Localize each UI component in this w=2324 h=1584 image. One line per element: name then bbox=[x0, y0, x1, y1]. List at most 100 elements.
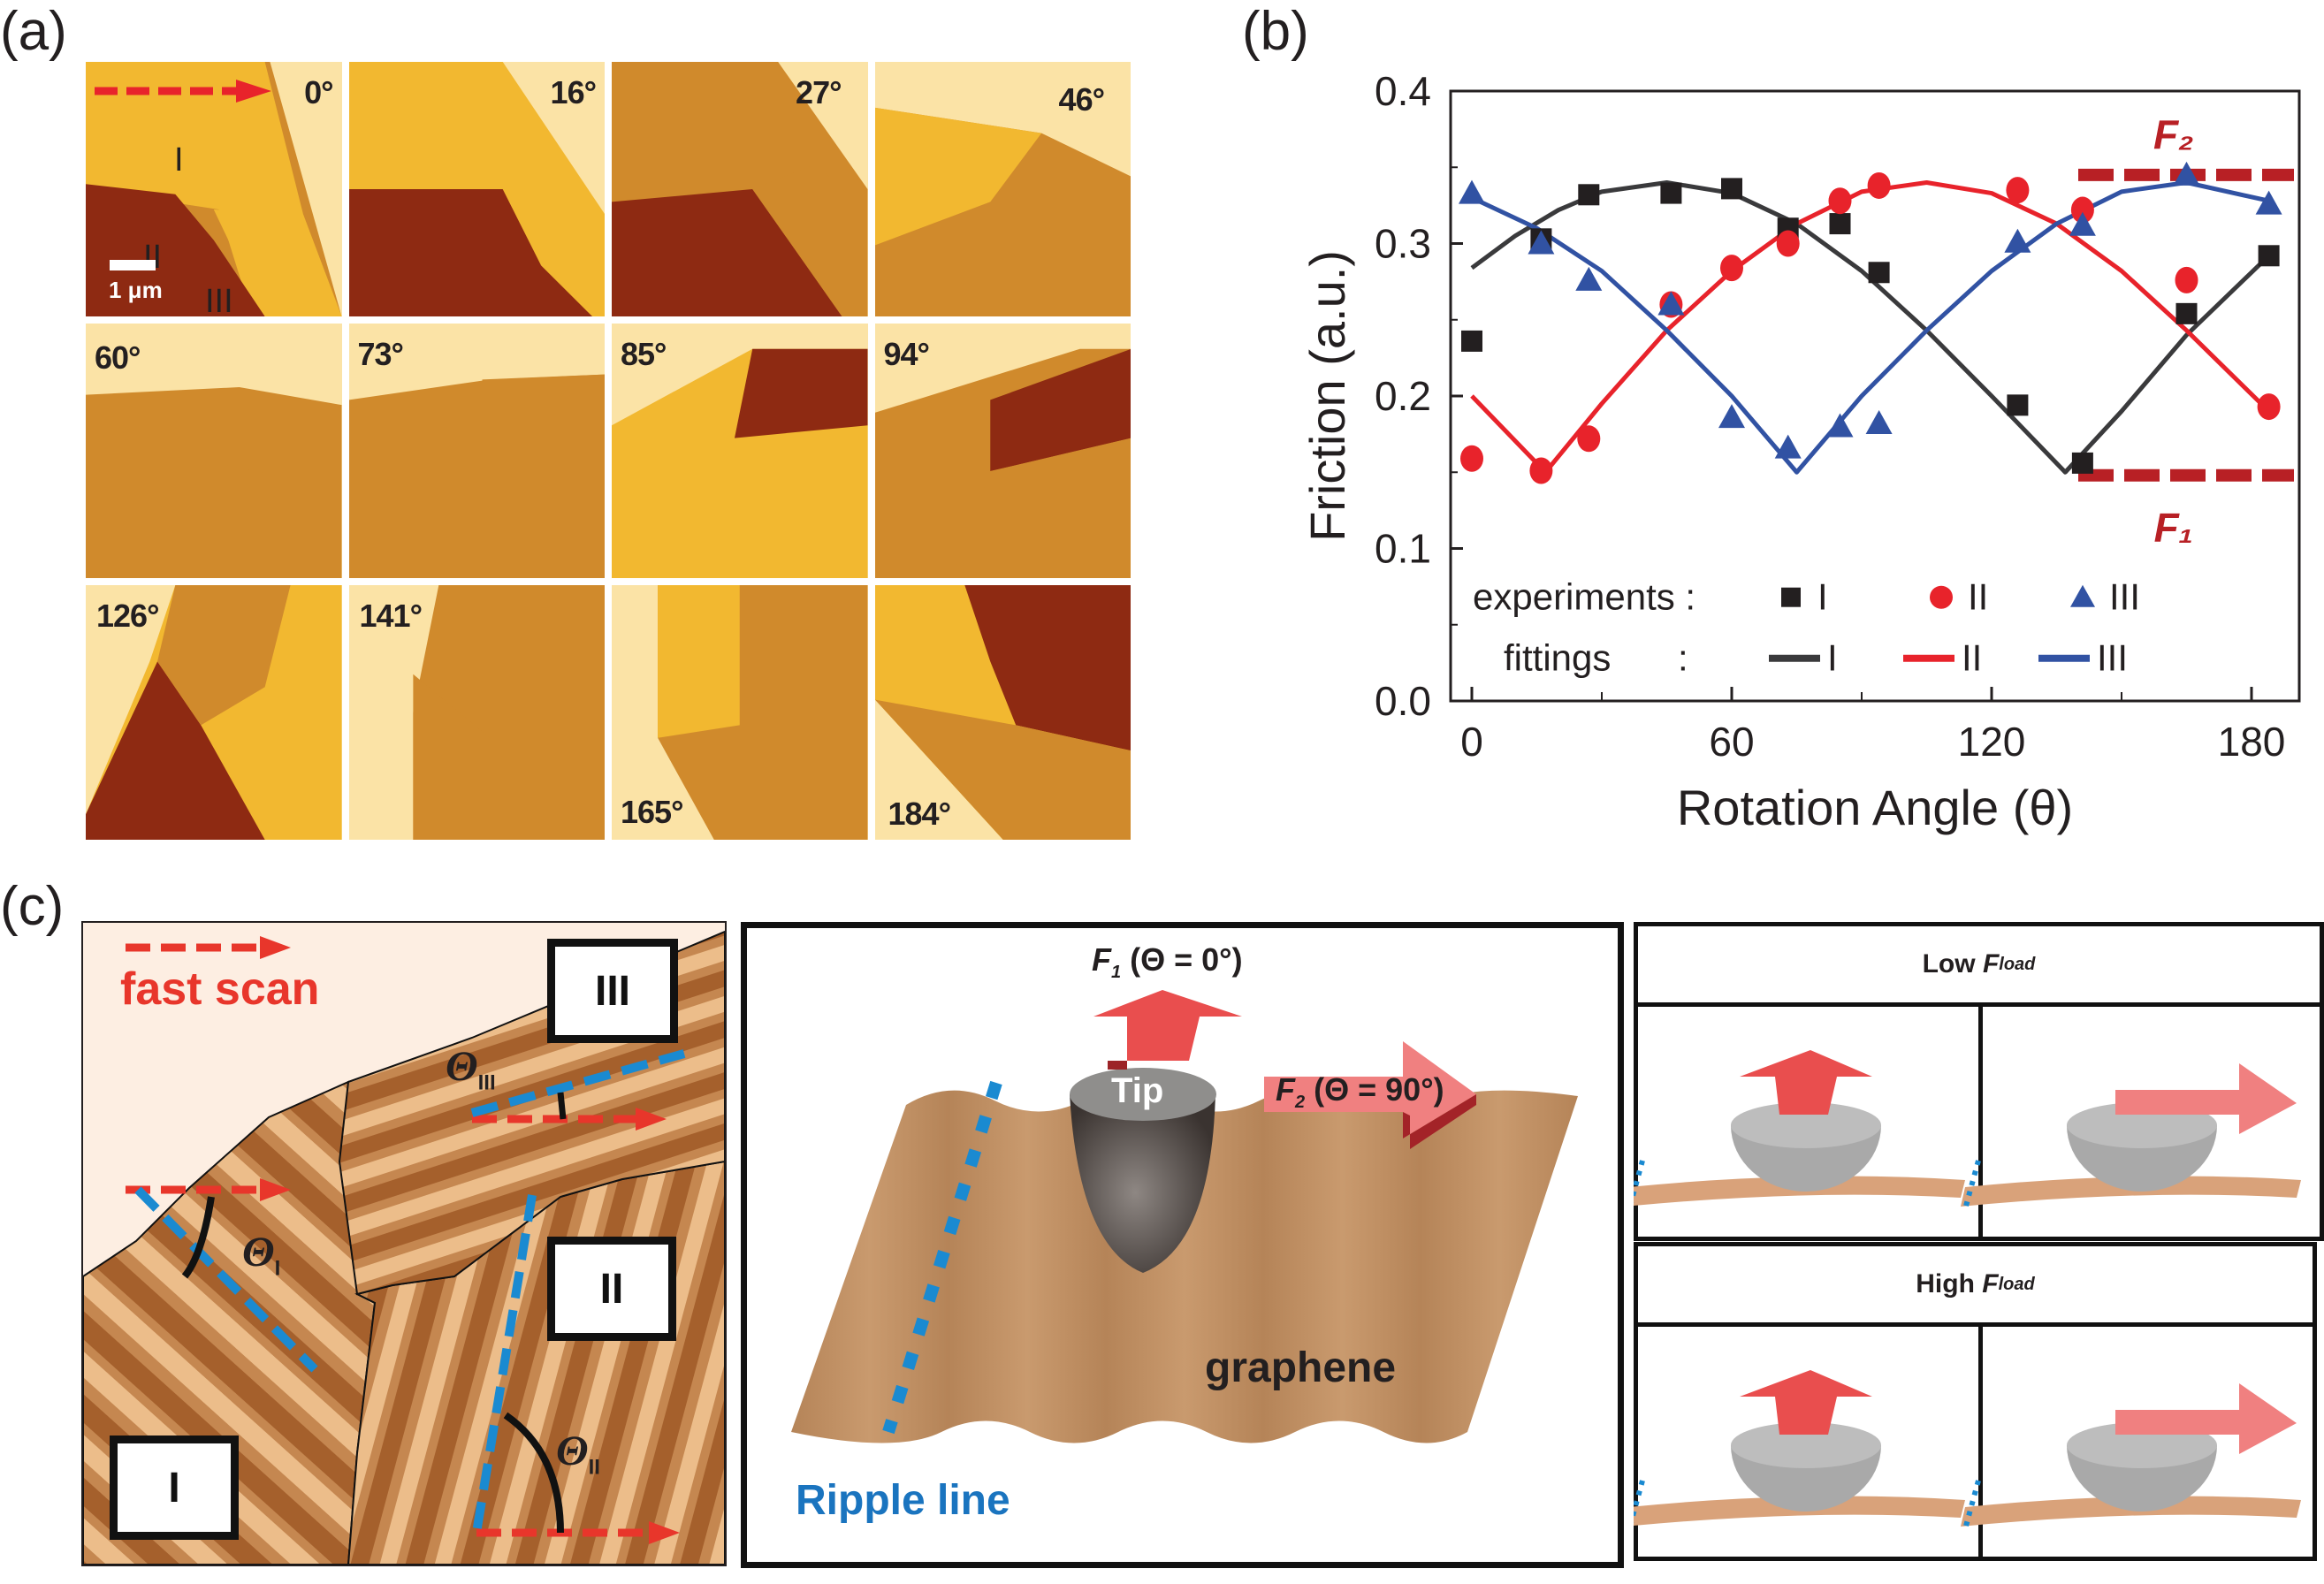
domain-region bbox=[964, 585, 1131, 751]
x-tick-label: 0 bbox=[1460, 719, 1483, 765]
f-symbol: F bbox=[1982, 949, 2000, 979]
y-tick-label: 0.0 bbox=[1375, 678, 1431, 724]
afm-tile-9: 141° bbox=[348, 585, 605, 840]
rotation-angle-label: 165° bbox=[621, 794, 683, 830]
rotation-angle-label: 73° bbox=[357, 336, 404, 372]
domain-region bbox=[86, 661, 265, 840]
afm-tile-6: 85° bbox=[612, 324, 868, 578]
f2-arrow bbox=[1264, 1041, 1476, 1138]
domain-region bbox=[734, 348, 868, 438]
data-point-I bbox=[2175, 302, 2198, 324]
theta-II-label: ΘII bbox=[556, 1428, 600, 1480]
region-box-I: I bbox=[110, 1436, 239, 1540]
data-point-III bbox=[1774, 434, 1802, 459]
afm-tile-3: 46° bbox=[874, 62, 1131, 316]
region-box-II: II bbox=[547, 1237, 676, 1341]
data-point-I bbox=[2007, 394, 2029, 416]
y-tick-label: 0.4 bbox=[1375, 68, 1431, 114]
f1-arrow bbox=[1093, 990, 1242, 1061]
x-axis-label: Rotation Angle (θ) bbox=[1677, 780, 2073, 835]
friction-map bbox=[86, 585, 342, 840]
data-point-II bbox=[2070, 196, 2094, 224]
y-tick-label: 0.1 bbox=[1375, 526, 1431, 572]
domain-region bbox=[213, 209, 342, 316]
tip-graphene-schematic: F1 (Θ = 0°) F2 (Θ = 90°) Tip graphene Ri… bbox=[741, 922, 1624, 1568]
data-point-II bbox=[1460, 445, 1483, 472]
friction-map bbox=[612, 62, 868, 316]
tip-graphene-illustration bbox=[791, 990, 1578, 1443]
data-point-I bbox=[1660, 182, 1682, 204]
rotation-angle-label: 27° bbox=[796, 74, 842, 110]
rotation-angle-label: 60° bbox=[95, 339, 141, 376]
f2-label: F2 (Θ = 90°) bbox=[1276, 1071, 1444, 1113]
domain-region bbox=[989, 348, 1131, 472]
rotation-angle-label: 184° bbox=[888, 796, 951, 832]
reference-label-f1: F₁ bbox=[2154, 505, 2193, 551]
f1-label: F1 (Θ = 0°) bbox=[1092, 941, 1243, 983]
panel-label-b: (b) bbox=[1242, 1, 1309, 62]
legend-marker-I bbox=[1781, 587, 1801, 607]
friction-map bbox=[874, 107, 1131, 316]
data-point-III bbox=[1575, 266, 1603, 291]
region-box-III: III bbox=[547, 939, 678, 1043]
x-tick-label: 120 bbox=[1958, 719, 2026, 765]
domain-region bbox=[157, 585, 291, 726]
data-point-II bbox=[1720, 255, 1743, 282]
x-tick-label: 180 bbox=[2218, 719, 2286, 765]
domain-region bbox=[874, 699, 1131, 840]
high-label: High bbox=[1916, 1269, 1975, 1298]
tip-with-right-arrow bbox=[1961, 1383, 2301, 1530]
f-subscript: load bbox=[1998, 1274, 2035, 1294]
fitting-line-II bbox=[1470, 180, 2271, 475]
data-point-II bbox=[1529, 457, 1553, 484]
legend-marker-II bbox=[1930, 585, 1953, 609]
scale-bar-label: 1 μm bbox=[109, 277, 163, 303]
friction-map bbox=[874, 348, 1131, 578]
fitting-line-III bbox=[1470, 180, 2270, 475]
friction-map bbox=[412, 585, 605, 840]
afm-tile-7: 94° bbox=[874, 324, 1131, 578]
domain-region bbox=[612, 189, 842, 316]
region-box-I-label: I bbox=[168, 1464, 180, 1512]
domain-region bbox=[951, 438, 1131, 578]
data-point-II bbox=[2006, 177, 2030, 204]
afm-tile-1: 16° bbox=[348, 62, 605, 316]
ripple-line-II bbox=[472, 1194, 537, 1534]
data-point-I bbox=[1868, 262, 1890, 284]
data-point-III bbox=[1459, 179, 1485, 204]
x-tick-label: 60 bbox=[1709, 719, 1754, 765]
data-point-I bbox=[2071, 452, 2093, 474]
afm-tile-11: 184° bbox=[874, 585, 1131, 840]
graphene-label: graphene bbox=[1205, 1344, 1397, 1391]
domain-region bbox=[482, 374, 605, 464]
data-point-II bbox=[1867, 171, 1891, 199]
graphene-sheet bbox=[791, 1089, 1578, 1443]
domain-region bbox=[658, 585, 740, 738]
friction-map bbox=[348, 374, 605, 578]
tip-load-drawings bbox=[1634, 1050, 2301, 1530]
domain-region bbox=[218, 400, 342, 490]
region-label-II: II bbox=[143, 239, 163, 276]
data-point-III bbox=[1865, 410, 1893, 435]
theta-III-label: ΘIII bbox=[446, 1043, 496, 1095]
data-point-II bbox=[2257, 393, 2281, 421]
ripple-dotted-line bbox=[882, 1080, 1002, 1435]
legend-entry-III: III bbox=[2109, 576, 2140, 618]
data-point-III bbox=[2004, 228, 2031, 253]
legend-label-fittings: fittings bbox=[1504, 637, 1611, 679]
domain-region bbox=[874, 107, 1041, 246]
data-point-III bbox=[2173, 161, 2200, 186]
friction-map bbox=[658, 585, 868, 840]
theta-I-label: ΘI bbox=[242, 1229, 281, 1281]
data-point-I bbox=[1461, 330, 1482, 352]
panel-label-c: (c) bbox=[0, 876, 65, 937]
domain-region bbox=[348, 189, 592, 316]
rotation-angle-label: 46° bbox=[1058, 81, 1105, 118]
ripple-domain-schematic: fast scan III II I ΘI ΘII ΘIII bbox=[81, 921, 727, 1566]
rotation-angle-label: 141° bbox=[359, 598, 423, 634]
data-point-II bbox=[1776, 230, 1800, 257]
